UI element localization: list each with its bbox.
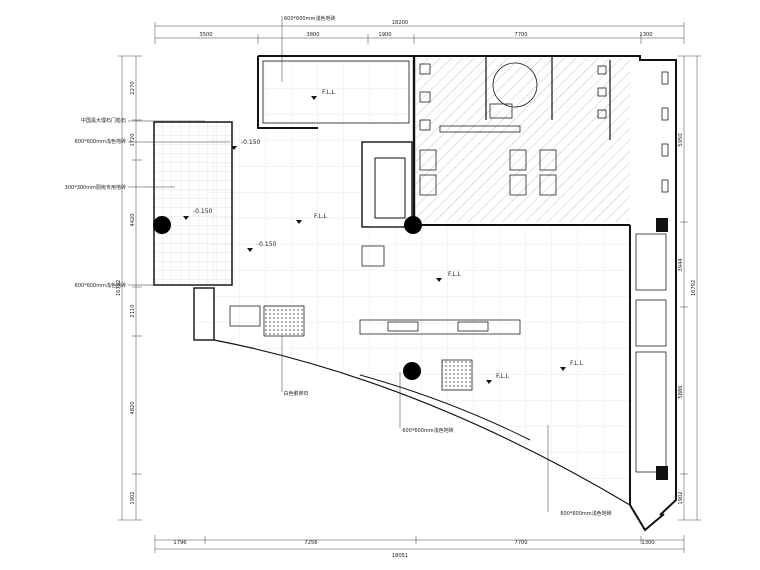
note-door-stone: 中国黑大理石门槛石 xyxy=(81,117,126,124)
dimension-top xyxy=(154,22,685,44)
dim-right-seg-1: 5950 xyxy=(678,133,684,146)
column-right-bottom xyxy=(656,466,668,480)
dim-left-seg-3: 4420 xyxy=(130,213,136,226)
note-top-floor: 600*600mm浅色地砖 xyxy=(284,15,335,22)
level-minus-1: -0.150 xyxy=(241,139,261,146)
dim-left-seg-5: 4820 xyxy=(130,401,136,414)
dim-right-seg-2: 3944 xyxy=(678,258,684,272)
dimension-left xyxy=(118,55,142,521)
leader-lines xyxy=(128,16,549,512)
level-hall: F.L.L xyxy=(314,213,328,220)
column-right-top xyxy=(656,218,668,232)
dim-right-seg-3: 5886 xyxy=(678,385,684,398)
column-marker-left xyxy=(153,216,171,234)
dim-bottom-seg-3: 7700 xyxy=(514,540,527,546)
restroom-hatch xyxy=(414,58,630,222)
dim-left-seg-2: 1720 xyxy=(130,133,136,146)
dim-left-seg-4: 2110 xyxy=(130,304,136,317)
note-cobblestone: 白色鹅卵石 xyxy=(283,390,308,397)
kitchen-tiles xyxy=(153,121,233,286)
dim-left-total: 16792 xyxy=(116,280,122,297)
dim-left-seg-6: 1902 xyxy=(130,491,136,504)
dimension-bottom xyxy=(154,535,685,553)
dim-top-seg-1: 3500 xyxy=(199,32,212,38)
dim-top-seg-4: 7700 xyxy=(514,32,527,38)
main-floor-tiles xyxy=(195,125,630,505)
dim-left-seg-1: 2270 xyxy=(130,81,136,94)
fixtures xyxy=(229,62,669,473)
dim-bottom-seg-1: 1796 xyxy=(173,540,186,546)
dim-top-seg-3: 1900 xyxy=(378,32,391,38)
dim-top-seg-2: 3800 xyxy=(306,32,319,38)
dim-top-total: 18200 xyxy=(392,20,409,26)
top-room-tiles xyxy=(263,62,408,124)
level-right: F.L.L xyxy=(570,360,584,367)
level-minus-3: -0.150 xyxy=(257,241,277,248)
dimension-right xyxy=(678,55,701,521)
level-top-room: F.L.L xyxy=(322,89,336,96)
dim-top-seg-5: 1300 xyxy=(639,32,652,38)
column-marker-center xyxy=(404,216,422,234)
note-floor-bottom-right: 600*600mm浅色地砖 xyxy=(560,510,611,517)
note-floor-left-lower: 600*600mm浅色地砖 xyxy=(75,282,126,289)
note-floor-bottom: 600*600mm浅色地砖 xyxy=(402,427,453,434)
level-minus-2: -0.150 xyxy=(193,208,213,215)
level-markers xyxy=(183,96,566,384)
dim-bottom-seg-2: 7256 xyxy=(304,540,317,546)
walls xyxy=(193,55,677,532)
column-marker-bottom xyxy=(403,362,421,380)
level-center: F.L.L xyxy=(448,271,462,278)
dim-right-total: 16792 xyxy=(691,280,697,297)
note-kitchen-tile: 300*300mm厨房专用地砖 xyxy=(65,184,126,191)
dim-bottom-seg-4: 1300 xyxy=(641,540,654,546)
dim-bottom-total: 18051 xyxy=(392,553,409,559)
note-floor-left: 600*600mm浅色地砖 xyxy=(75,138,126,145)
level-bottom: F.L.L xyxy=(496,373,510,380)
dim-right-seg-4: 1902 xyxy=(678,491,684,504)
